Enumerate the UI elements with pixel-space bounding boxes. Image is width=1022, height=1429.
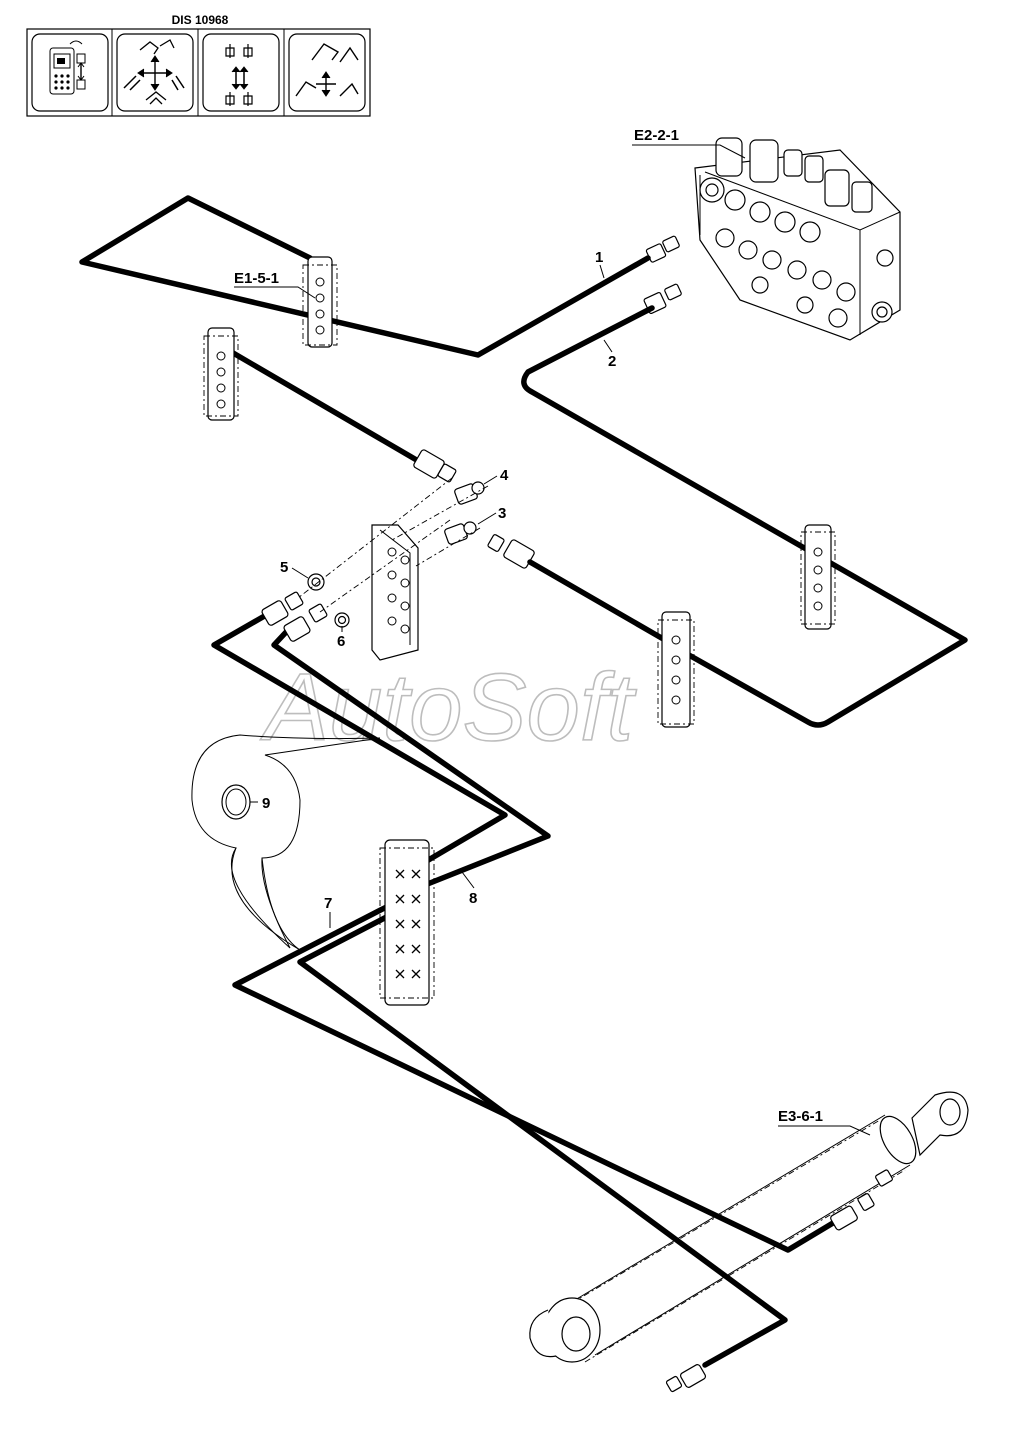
nut-6 [334,612,350,628]
control-valve-assembly [643,137,901,341]
leader-lines [234,144,871,1136]
hose-2 [521,305,968,728]
callout-3: 3 [498,505,506,522]
lever-directions-icon [202,33,280,112]
callout-9: 9 [262,795,270,812]
clamp-block-right [800,524,836,630]
callout-2: 2 [608,353,616,370]
excavator-arm-icon [288,33,366,112]
dash-connection-lines [297,477,489,613]
header-code: DIS 10968 [172,13,229,27]
boom-movements-icon [116,33,194,112]
clamp-block-upper-left [203,327,239,421]
remote-control-icon [31,33,109,112]
hose-7 [232,897,875,1393]
callout-1: 1 [595,249,603,266]
hose-1 [79,195,651,358]
hose-8 [211,591,551,888]
callout-6: 6 [337,633,345,650]
ref-control-valve: E2-2-1 [634,127,679,144]
elbow-fitting-3 [444,521,477,545]
hydraulic-cylinder [529,1091,969,1363]
seal-ring-detail [191,734,381,951]
ref-cylinder: E3-6-1 [778,1108,823,1125]
callout-5: 5 [280,559,288,576]
hose-upper-left [225,347,457,483]
callout-8: 8 [469,890,477,907]
ref-clamp: E1-5-1 [234,270,279,287]
callout-7: 7 [324,895,332,912]
header-panel: DIS 10968 [26,13,371,117]
clamp-block-lower [379,839,435,1006]
hose-3-line [487,534,668,643]
elbow-fitting-4 [454,481,485,505]
nut-5 [307,573,325,591]
clamp-block-middle [657,611,695,728]
clamp-block-upper-right [302,256,338,348]
mounting-bracket [371,524,419,661]
callout-4: 4 [500,467,509,484]
